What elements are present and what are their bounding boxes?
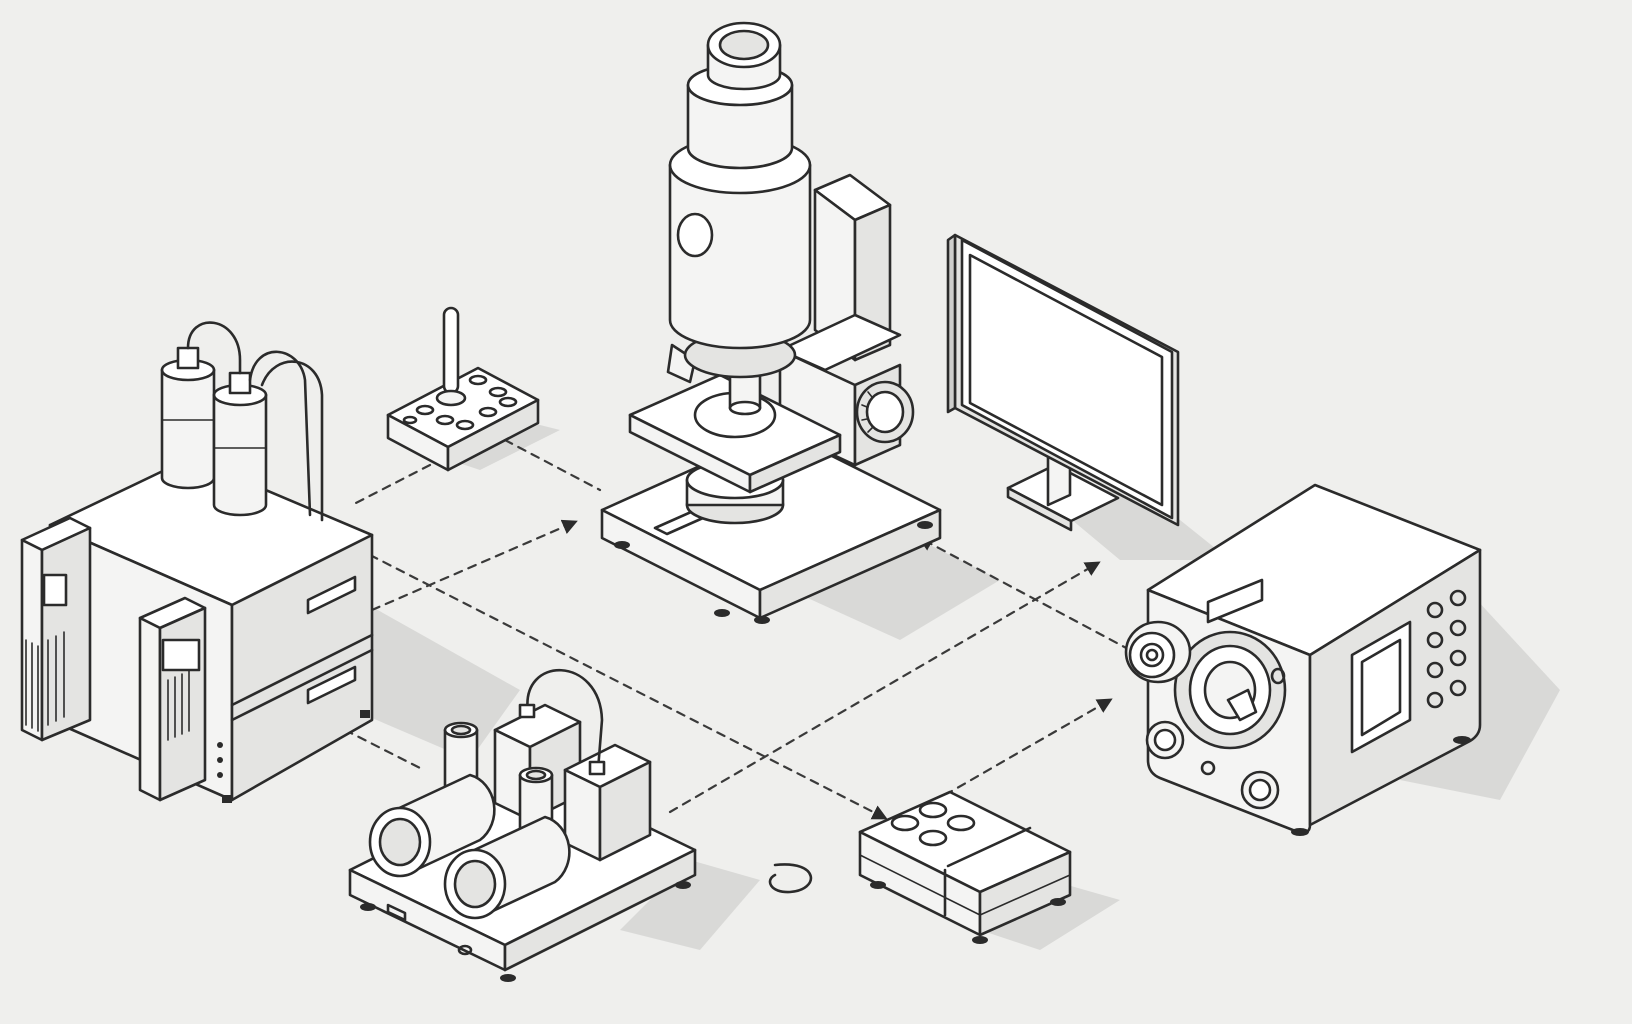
monitor-icon — [946, 233, 1180, 532]
connection-camera-microscope — [917, 536, 1132, 652]
connection-analyzer-controller — [368, 553, 888, 820]
connections — [343, 438, 1132, 820]
motor-cylinder-icon — [443, 815, 571, 920]
connection-rack-analyzer — [350, 463, 432, 507]
connection-analyzer-microscope — [370, 519, 578, 612]
connection-pump-monitor — [668, 561, 1101, 814]
lab-analyzer-icon — [20, 321, 374, 803]
reagent-bottle-icon — [212, 371, 268, 517]
sample-rack-icon — [386, 306, 540, 472]
camera-unit-icon — [1124, 483, 1482, 836]
connection-analyzer-pump — [343, 728, 422, 770]
connection-controller-camera — [943, 698, 1113, 797]
motor-cylinder-icon — [368, 773, 496, 878]
microscope-icon — [600, 21, 942, 624]
control-pad-icon — [858, 790, 1072, 944]
connection-rack-microscope — [503, 438, 602, 492]
reagent-bottle-icon — [160, 346, 216, 490]
pump-assembly-icon — [348, 668, 813, 982]
